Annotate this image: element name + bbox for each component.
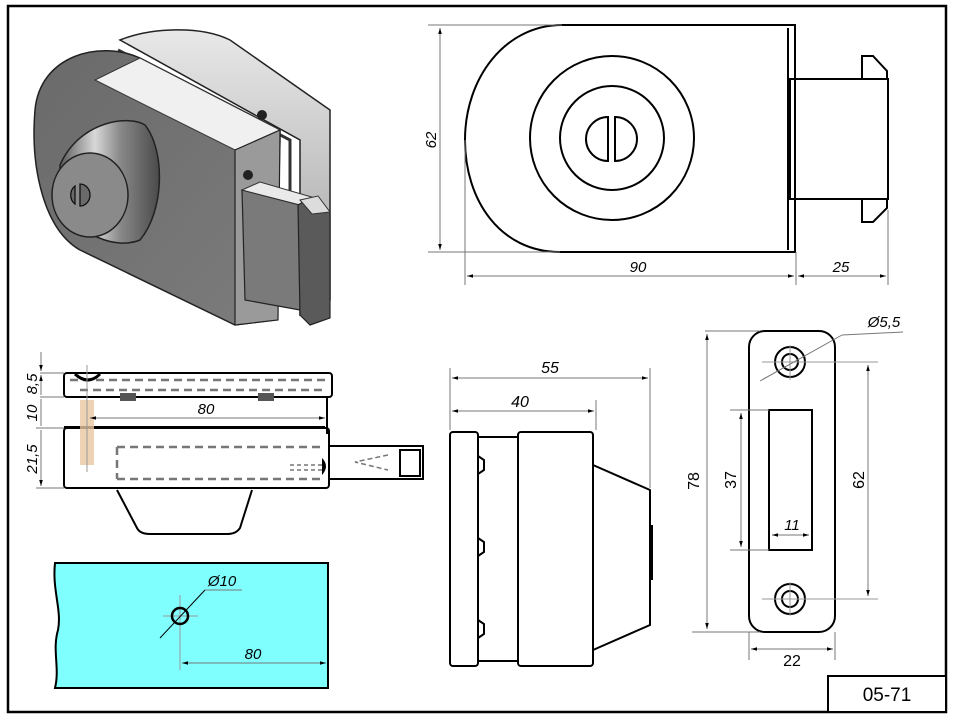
top-hole-offset-dimension: 80 [198,401,215,418]
strike-plate-view [692,330,904,660]
body-thickness-dimension: 21,5 [24,444,41,475]
title-block [827,675,947,713]
strike-hole-spacing-dimension: 62 [851,471,868,489]
front-bolt-length-dimension: 25 [832,259,850,276]
glass-edge-offset-dimension: 80 [245,646,262,663]
drawing-code: 05-71 [863,685,912,706]
front-view [428,24,889,285]
strike-height-dimension: 78 [686,472,703,490]
strike-slot-width-dimension: 11 [784,517,800,534]
glass-cutout-view [53,562,329,689]
front-height-dimension: 62 [423,131,440,148]
side-body-depth-dimension: 40 [511,394,529,411]
strike-slot-height-dimension: 37 [723,471,740,489]
side-overall-depth-dimension: 55 [541,360,559,377]
glass-gap-dimension: 10 [24,404,41,421]
side-view [449,368,653,667]
top-section-view [36,352,424,535]
glass-hole-diameter-dimension: Ø10 [207,573,237,590]
strike-hole-diameter-dimension: Ø5,5 [867,314,901,331]
strike-width-dimension: 22 [783,653,801,670]
front-body-width-dimension: 90 [630,259,647,276]
top-plate-thickness-dimension: 8,5 [24,373,41,395]
isometric-view [33,29,331,326]
sheet-frame [6,4,948,714]
